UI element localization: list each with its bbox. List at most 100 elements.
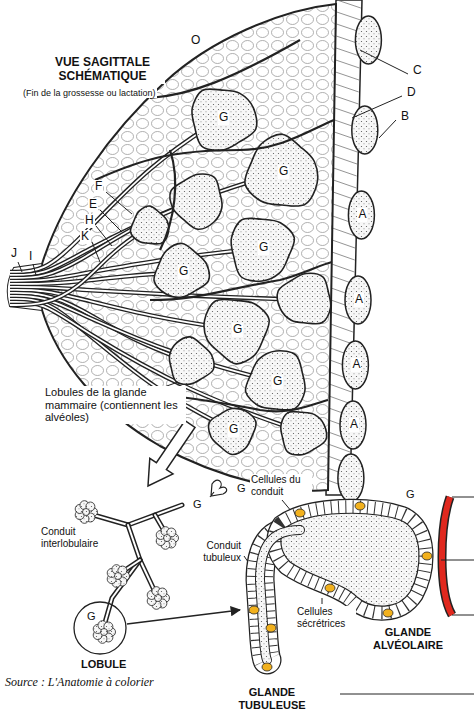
small-icon bbox=[210, 480, 227, 497]
leader-line bbox=[340, 694, 474, 695]
part-letter: K bbox=[80, 230, 90, 244]
part-letter: G bbox=[232, 323, 243, 337]
rib bbox=[348, 191, 374, 239]
caption: Source : L'Anatomie à colorier bbox=[4, 676, 155, 690]
gland-drawing bbox=[249, 497, 474, 694]
zoom-arrow bbox=[148, 421, 195, 486]
lobule bbox=[204, 299, 269, 363]
callout-label: Cellules du conduit bbox=[250, 474, 312, 497]
milk-duct-lumen bbox=[10, 299, 232, 430]
lobule bbox=[170, 174, 222, 229]
highlighted-cell bbox=[422, 552, 432, 560]
leader-line bbox=[452, 497, 474, 498]
lobule bbox=[281, 412, 327, 455]
lobule bbox=[130, 206, 168, 244]
bracket bbox=[442, 497, 452, 615]
muscle-fiber bbox=[332, 252, 355, 260]
leader-line bbox=[33, 264, 36, 275]
rib bbox=[342, 341, 368, 389]
lobule bbox=[245, 134, 318, 206]
muscle-fiber bbox=[335, 84, 358, 92]
lobule bbox=[192, 89, 257, 150]
lobule-drawing bbox=[74, 501, 240, 654]
highlighted-cell bbox=[355, 502, 365, 510]
part-letter: G bbox=[86, 610, 97, 623]
part-letter: E bbox=[88, 198, 98, 212]
muscle-fiber bbox=[334, 144, 357, 152]
title: VUE SAGITTALE SCHÉMATIQUE bbox=[40, 56, 165, 84]
breast bbox=[8, 4, 336, 491]
milk-duct bbox=[10, 299, 232, 430]
alveolus bbox=[83, 509, 90, 516]
part-letter: A bbox=[354, 293, 364, 307]
leader-line bbox=[96, 226, 112, 246]
rib bbox=[352, 106, 378, 154]
leader-line bbox=[100, 210, 122, 232]
duct bbox=[104, 560, 140, 626]
alveolus bbox=[155, 595, 162, 602]
part-letter: J bbox=[10, 247, 18, 261]
section-heading: LOBULE bbox=[80, 658, 127, 671]
leader-line bbox=[322, 598, 323, 604]
breast-outline bbox=[8, 4, 336, 491]
alveolus bbox=[101, 629, 108, 636]
callout-label: Conduit tubuleux bbox=[190, 540, 242, 563]
callout-label: Lobules de la glande mammaire (contienne… bbox=[44, 386, 186, 424]
callout-label: Cellules sécrétrices bbox=[296, 606, 356, 629]
muscle-fiber bbox=[337, 0, 361, 8]
subtitle: (Fin de la grossesse ou lactation) bbox=[22, 88, 157, 98]
gland-lumen bbox=[260, 530, 300, 660]
section-heading: GLANDE TUBULEUSE bbox=[222, 686, 322, 711]
highlighted-cell bbox=[262, 663, 272, 671]
leader-line bbox=[106, 192, 132, 214]
muscle-fiber bbox=[334, 156, 357, 164]
part-letter: G bbox=[192, 498, 203, 511]
muscle-fiber bbox=[336, 72, 360, 80]
part-letter: O bbox=[190, 34, 201, 48]
gland-lumen bbox=[260, 530, 300, 660]
part-letter: I bbox=[28, 250, 33, 264]
rib bbox=[340, 401, 366, 449]
part-letter: G bbox=[218, 111, 229, 125]
part-letter: H bbox=[84, 214, 95, 228]
lobule bbox=[169, 337, 214, 384]
lobule bbox=[277, 273, 330, 324]
section-heading: GLANDE ALVÉOLAIRE bbox=[356, 626, 460, 651]
part-letter: G bbox=[228, 423, 239, 437]
suspensory-ligament bbox=[150, 262, 332, 300]
highlighted-cell bbox=[325, 584, 335, 592]
part-letter: A bbox=[351, 358, 361, 372]
lobule bbox=[231, 218, 294, 281]
rib bbox=[345, 276, 371, 324]
duct-lumen bbox=[104, 560, 140, 626]
part-letter: D bbox=[406, 86, 417, 100]
highlighted-cell bbox=[249, 606, 259, 614]
suspensory-ligament bbox=[95, 120, 334, 180]
rib bbox=[338, 454, 364, 502]
suspensory-ligament bbox=[160, 150, 175, 250]
part-letter: F bbox=[94, 180, 103, 194]
part-letter: C bbox=[412, 64, 423, 78]
part-letter: B bbox=[400, 110, 410, 124]
highlighted-cell bbox=[295, 509, 305, 517]
milk-duct bbox=[10, 226, 150, 305]
part-letter: G bbox=[278, 165, 289, 179]
muscle-fiber bbox=[333, 180, 356, 188]
part-letter: G bbox=[258, 241, 269, 255]
part-letter: A bbox=[349, 418, 359, 432]
muscle-fiber bbox=[330, 324, 352, 332]
leader-line bbox=[441, 560, 474, 561]
muscle-fiber bbox=[332, 264, 355, 272]
alveolus bbox=[115, 573, 122, 580]
highlighted-cell bbox=[383, 609, 393, 617]
lobule bbox=[154, 243, 209, 297]
callout-label: Conduit interlobulaire bbox=[40, 526, 120, 549]
muscle-fiber bbox=[336, 60, 360, 68]
zoom-circle bbox=[74, 602, 126, 654]
leader-line bbox=[360, 50, 408, 74]
leader-line bbox=[452, 615, 474, 616]
lobule bbox=[245, 351, 305, 410]
part-letter: G bbox=[405, 488, 416, 501]
